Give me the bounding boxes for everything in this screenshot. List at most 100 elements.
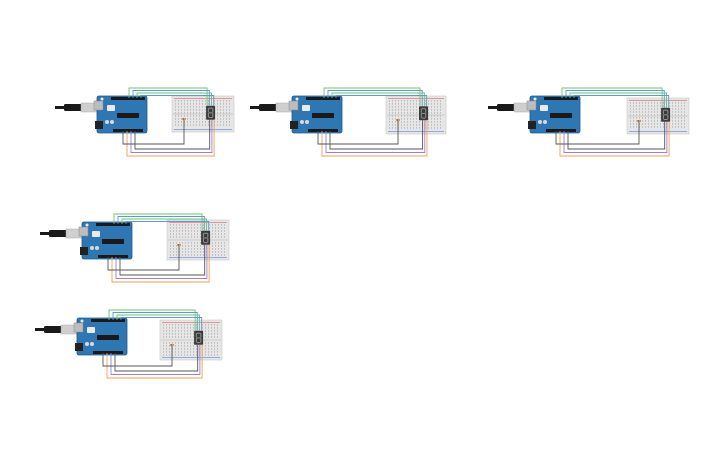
breadboard-hole [185, 242, 186, 244]
arduino-board[interactable] [526, 95, 581, 134]
breadboard-hole [208, 336, 209, 338]
ground-wire [102, 346, 173, 367]
breadboard-hole [188, 230, 189, 232]
microcontroller-chip [117, 113, 139, 118]
breadboard-hole [194, 248, 195, 250]
breadboard-hole [175, 342, 176, 344]
arduino-board[interactable] [78, 221, 133, 260]
breadboard-hole [190, 112, 191, 114]
breadboard-hole [395, 109, 396, 111]
wire [117, 216, 205, 231]
usb-cable-end [488, 106, 498, 109]
breadboard-hole [681, 126, 682, 128]
breadboard-hole [193, 336, 194, 338]
circuit-4[interactable] [40, 213, 230, 283]
usb-plug-body [49, 230, 67, 237]
wire [140, 95, 215, 106]
circuit-5[interactable] [35, 309, 223, 379]
arduino-board[interactable] [288, 95, 343, 134]
breadboard-hole [678, 117, 679, 119]
arduino-board[interactable] [73, 317, 128, 356]
breadboard-hole [428, 103, 429, 105]
breadboard-hole [193, 112, 194, 114]
breadboard-hole [214, 345, 215, 347]
usb-plug-body [64, 104, 82, 111]
breadboard-hole [175, 327, 176, 329]
analog-header [93, 351, 123, 354]
seven-segment-display[interactable] [194, 330, 204, 345]
breadboard-hole [181, 121, 182, 123]
breadboard-hole [184, 336, 185, 338]
breadboard-hole [672, 114, 673, 116]
breadboard-hole [437, 103, 438, 105]
power-jack [80, 247, 88, 255]
seven-segment-display[interactable] [419, 106, 428, 121]
usb-plug-body [44, 326, 62, 333]
breadboard-hole [188, 245, 189, 247]
arduino-board[interactable] [93, 95, 148, 134]
breadboard-hole [166, 336, 167, 338]
breadboard-hole [217, 115, 218, 117]
breadboard-hole [675, 123, 676, 125]
breadboard-hole [645, 114, 646, 116]
seven-segment-display[interactable] [206, 105, 216, 120]
breadboard-hole [401, 112, 402, 114]
breadboard-hole [188, 224, 189, 226]
breadboard-hole [193, 354, 194, 356]
breadboard-hole [437, 127, 438, 129]
resistor-band [171, 344, 172, 346]
breadboard-hole [675, 108, 676, 110]
breadboard-hole [163, 333, 164, 335]
breadboard-hole [169, 354, 170, 356]
breadboard-hole [440, 118, 441, 120]
microcontroller-chip [97, 335, 119, 340]
breadboard[interactable] [159, 319, 223, 361]
circuit-2[interactable] [250, 87, 447, 157]
breadboard-hole [404, 115, 405, 117]
breadboard-hole [193, 106, 194, 108]
breadboard-hole [205, 115, 206, 117]
breadboard-hole [434, 106, 435, 108]
breadboard-hole [675, 114, 676, 116]
breadboard-hole [211, 330, 212, 332]
seven-segment-display[interactable] [661, 107, 671, 122]
breadboard[interactable] [171, 95, 235, 133]
breadboard[interactable] [166, 219, 230, 261]
breadboard-hole [440, 121, 441, 123]
breadboard-hole [163, 351, 164, 353]
breadboard[interactable] [385, 95, 447, 135]
breadboard-hole [437, 121, 438, 123]
analog-header [98, 255, 128, 258]
display-segment [196, 337, 201, 339]
breadboard-hole [440, 103, 441, 105]
breadboard-hole [190, 124, 191, 126]
breadboard-hole [672, 123, 673, 125]
breadboard-hole [648, 126, 649, 128]
breadboard-hole [182, 254, 183, 256]
breadboard-hole [187, 333, 188, 335]
breadboard-hole [202, 106, 203, 108]
resistor [637, 120, 641, 122]
breadboard-hole [182, 230, 183, 232]
breadboard-hole [220, 103, 221, 105]
seven-segment-display[interactable] [201, 230, 211, 245]
breadboard[interactable] [626, 97, 690, 135]
display-segment [420, 108, 422, 113]
breadboard-hole [642, 114, 643, 116]
breadboard-hole [184, 106, 185, 108]
usb-port [526, 100, 537, 111]
breadboard-hole [633, 108, 634, 110]
breadboard-hole [684, 117, 685, 119]
circuit-3[interactable] [488, 87, 690, 157]
breadboard-hole [178, 118, 179, 120]
breadboard-hole [212, 233, 213, 235]
breadboard-hole [416, 100, 417, 102]
breadboard-hole [166, 354, 167, 356]
breadboard-hole [431, 127, 432, 129]
circuit-1[interactable] [55, 87, 235, 157]
breadboard-hole [416, 112, 417, 114]
breadboard-hole [200, 245, 201, 247]
breadboard-hole [190, 100, 191, 102]
breadboard-hole [200, 251, 201, 253]
